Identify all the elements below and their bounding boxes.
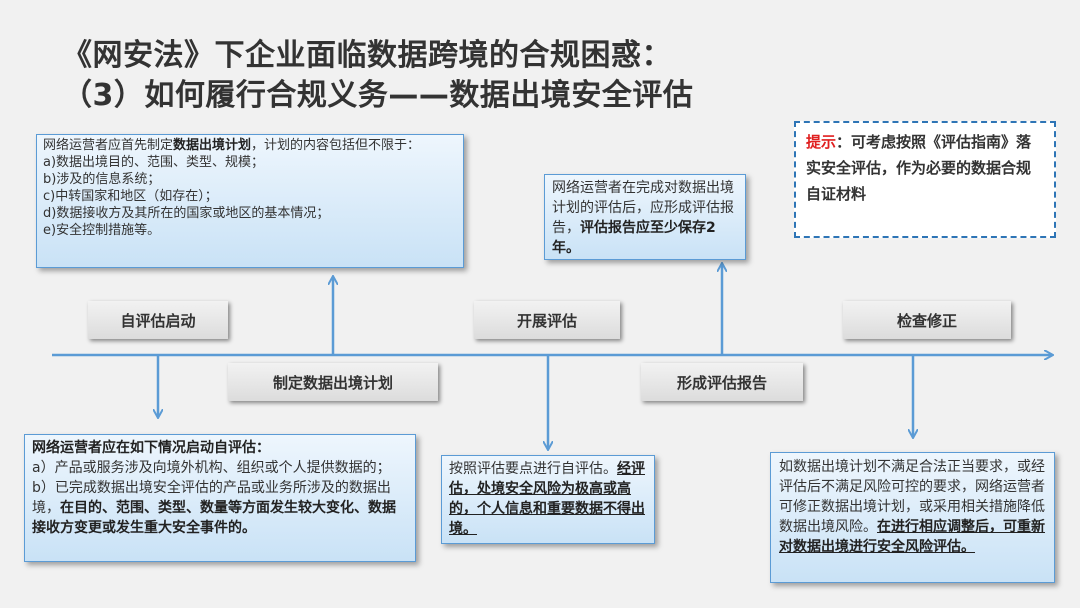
note-start-b: b）已完成数据出境安全评估的产品或业务所涉及的数据出境，在目的、范围、类型、数量… [32, 480, 396, 536]
title-line-1: 《网安法》下企业面临数据跨境的合规困惑： [62, 38, 672, 73]
stage-self-eval-start: 自评估启动 [88, 301, 228, 339]
stage-conduct-eval: 开展评估 [474, 301, 620, 339]
title-line-2: （3）如何履行合规义务——数据出境安全评估 [62, 78, 694, 113]
note-fix: 如数据出境计划不满足合法正当要求，或经评估后不满足风险可控的要求，网络运营者可修… [770, 452, 1055, 583]
hint-label: 提示 [806, 133, 837, 151]
hint-text: ：可考虑按照《评估指南》落实安全评估，作为必要的数据合规自证材料 [806, 133, 1032, 203]
note-plan-item: b)涉及的信息系统； [43, 172, 161, 187]
stage-form-report: 形成评估报告 [641, 363, 803, 401]
hint-box: 提示：可考虑按照《评估指南》落实安全评估，作为必要的数据合规自证材料 [794, 121, 1056, 238]
note-plan-item: d)数据接收方及其所在的国家或地区的基本情况； [43, 206, 330, 221]
note-start-a: a）产品或服务涉及向境外机构、组织或个人提供数据的； [32, 460, 391, 476]
stage-check-fix: 检查修正 [843, 301, 1011, 339]
note-plan: 网络运营者应首先制定数据出境计划，计划的内容包括但不限于： a)数据出境目的、范… [36, 134, 464, 268]
note-start-head: 网络运营者应在如下情况启动自评估： [32, 440, 270, 456]
note-plan-item: c)中转国家和地区（如存在）； [43, 189, 218, 204]
stage-make-plan: 制定数据出境计划 [228, 363, 438, 401]
note-plan-item: a)数据出境目的、范围、类型、规模； [43, 155, 265, 170]
note-plan-intro: 网络运营者应首先制定数据出境计划，计划的内容包括但不限于： [43, 138, 421, 153]
note-report: 网络运营者在完成对数据出境计划的评估后，应形成评估报告，评估报告应至少保存2年。 [544, 174, 746, 260]
note-eval: 按照评估要点进行自评估。经评估，处境安全风险为极高或高的，个人信息和重要数据不得… [441, 455, 655, 544]
note-plan-item: e)安全控制措施等。 [43, 223, 161, 238]
note-start: 网络运营者应在如下情况启动自评估： a）产品或服务涉及向境外机构、组织或个人提供… [24, 434, 416, 562]
